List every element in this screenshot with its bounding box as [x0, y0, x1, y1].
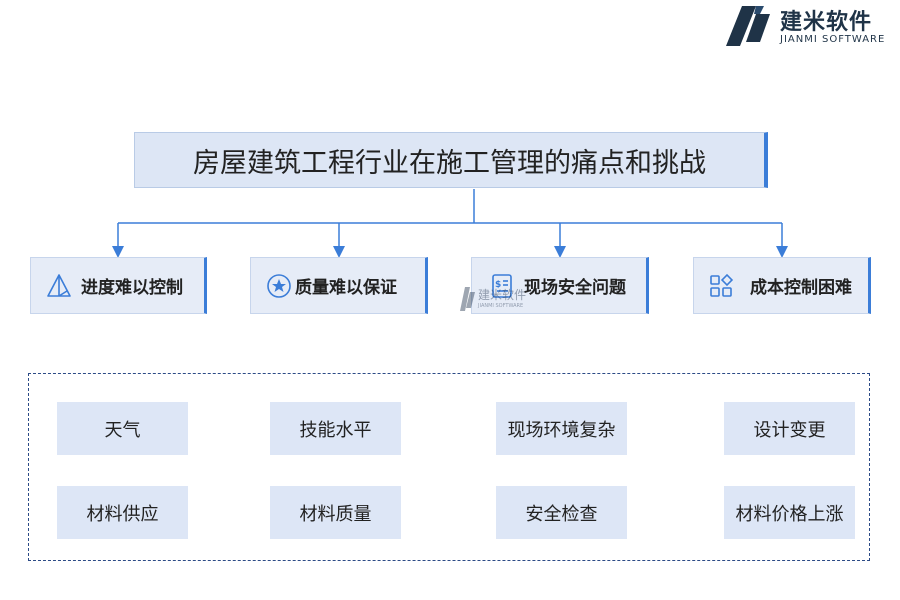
category-quality-assurance: 质量难以保证	[250, 257, 428, 314]
brand-logo: 建米软件 JIANMI SOFTWARE	[726, 4, 896, 48]
category-site-safety: $ 现场安全问题	[471, 257, 649, 314]
watermark-mark-icon	[460, 287, 475, 311]
watermark-name-en: JIANMI SOFTWARE	[478, 303, 524, 309]
factor-item: 材料价格上涨	[724, 486, 855, 539]
category-schedule-control: 进度难以控制	[30, 257, 207, 314]
cost-document-icon: $	[488, 272, 516, 300]
factor-item: 天气	[57, 402, 188, 455]
category-cost-control: 成本控制困难	[693, 257, 871, 314]
logo-name-en: JIANMI SOFTWARE	[780, 34, 886, 45]
factors-group	[28, 373, 870, 561]
pyramid-icon	[45, 272, 73, 300]
diagram-title: 房屋建筑工程行业在施工管理的痛点和挑战	[134, 132, 768, 188]
logo-name-cn: 建米软件	[780, 10, 873, 35]
factor-item: 设计变更	[724, 402, 855, 455]
watermark-name-cn: 建米软件	[478, 288, 527, 302]
category-label: 现场安全问题	[524, 278, 626, 298]
star-badge-icon	[265, 272, 293, 300]
category-label: 进度难以控制	[81, 278, 183, 298]
logo-mark-icon	[726, 6, 770, 46]
factor-item: 现场环境复杂	[496, 402, 627, 455]
factor-item: 技能水平	[270, 402, 401, 455]
category-label: 成本控制困难	[750, 278, 852, 298]
factor-item: 安全检查	[496, 486, 627, 539]
factor-item: 材料质量	[270, 486, 401, 539]
svg-text:$: $	[495, 280, 501, 290]
factor-item: 材料供应	[57, 486, 188, 539]
watermark-logo: 建米软件 JIANMI SOFTWARE	[460, 286, 530, 314]
category-label: 质量难以保证	[295, 278, 397, 298]
grid-blocks-icon	[708, 272, 736, 300]
